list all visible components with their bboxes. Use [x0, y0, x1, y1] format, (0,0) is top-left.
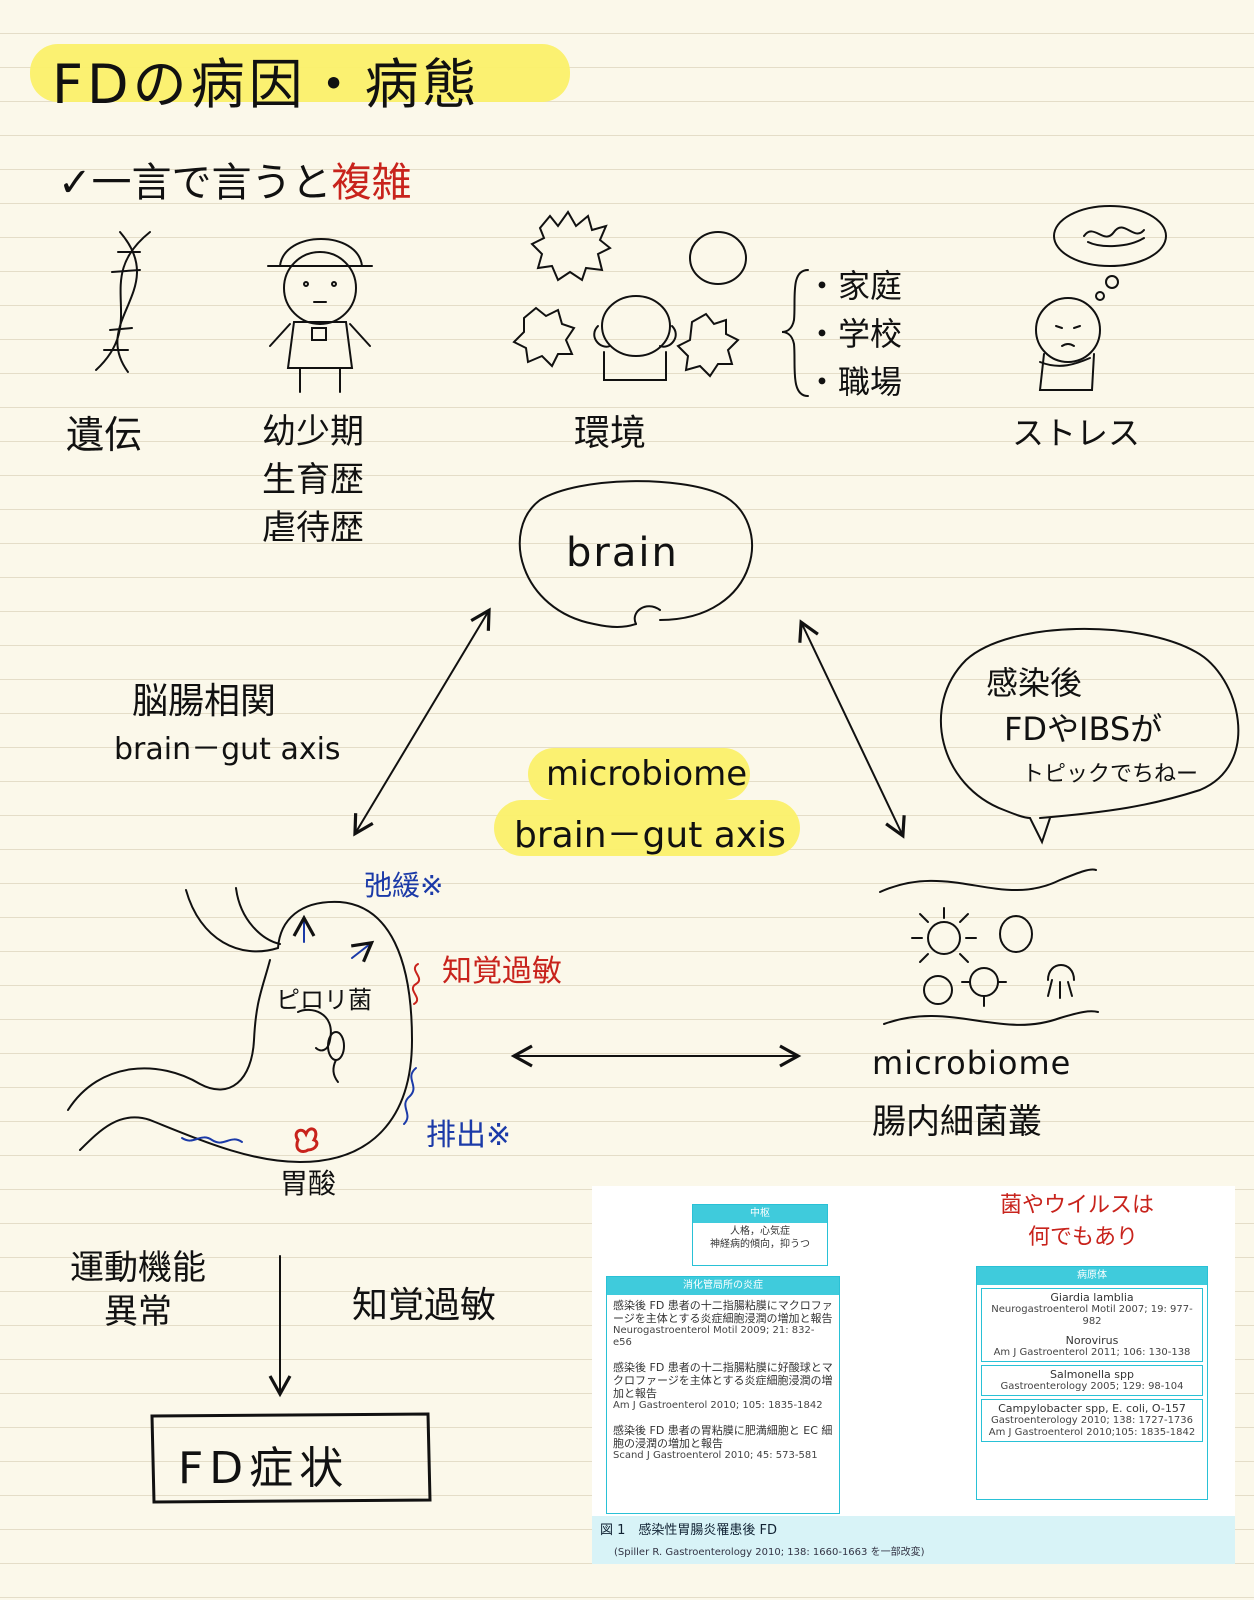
figure-annotation: 菌やウイルスは 何でもあり	[1000, 1190, 1154, 1254]
annotation-line: 何でもあり	[1028, 1225, 1139, 1250]
childhood-line: 生育歴	[262, 460, 364, 500]
label-hypersensitivity-stomach: 知覚過敏	[442, 954, 562, 989]
microbiome-highlight	[528, 748, 750, 800]
label-brain-gut-en: brain－gut axis	[114, 732, 341, 767]
environment-icon	[512, 210, 747, 381]
page-title: FDの病因・病態	[52, 53, 481, 116]
gi-entry-text: 感染後 FD 患者の胃粘膜に肥満細胞と EC 細胞の浸潤の増加と報告	[613, 1424, 833, 1450]
gi-entry-text: 感染後 FD 患者の十二指腸粘膜に好酸球とマクロファージを主体とする炎症細胞浸潤…	[613, 1361, 833, 1400]
label-brain: brain	[566, 530, 679, 576]
environment-list: ・家庭 ・学校 ・職場	[806, 262, 902, 406]
gi-entry: 感染後 FD 患者の十二指腸粘膜にマクロファージを主体とする炎症細胞浸潤の増加と…	[607, 1297, 839, 1351]
environment-item: ・職場	[806, 363, 903, 401]
motility-line: 異常	[104, 1292, 172, 1332]
pathogen-item: Salmonella spp Gastroenterology 2005; 12…	[981, 1365, 1203, 1396]
gi-entry-ref: Neurogastroenterol Motil 2009; 21: 832-e…	[613, 1325, 815, 1348]
subtitle-prefix: ✓一言で言うと	[58, 160, 332, 206]
label-motility: 運動機能 異常	[70, 1246, 206, 1334]
stomach-icon	[67, 887, 414, 1164]
pathogen-box: 病原体 Giardia lamblia Neurogastroenterol M…	[976, 1266, 1208, 1500]
center-box: 中枢 人格，心気症 神経病的傾向，抑うつ	[692, 1204, 828, 1266]
label-environment: 環境	[574, 413, 647, 454]
pathogen-name: Giardia lamblia	[1050, 1291, 1134, 1304]
environment-item: ・学校	[806, 315, 903, 353]
center-line: 人格，心気症	[730, 1226, 790, 1237]
label-stress: ストレス	[1012, 414, 1141, 452]
reference-figure: 中枢 人格，心気症 神経病的傾向，抑うつ 消化管局所の炎症 感染後 FD 患者の…	[592, 1186, 1235, 1564]
gi-entry: 感染後 FD 患者の胃粘膜に肥満細胞と EC 細胞の浸潤の増加と報告 Scand…	[607, 1422, 839, 1464]
brain-icon	[518, 480, 753, 628]
stress-icon	[1035, 205, 1167, 391]
pathogen-ref: Gastroenterology 2005; 129: 98-104	[1000, 1381, 1184, 1392]
child-icon	[267, 238, 373, 393]
label-genetics: 遺伝	[66, 413, 143, 457]
label-microbiome-axis: brain－gut axis	[514, 815, 786, 856]
label-emptying: 排出※	[426, 1118, 512, 1153]
environment-item: ・家庭	[806, 267, 903, 305]
axis-highlight	[494, 800, 800, 856]
symptom-box-outline	[150, 1412, 432, 1504]
childhood-line: 幼少期	[262, 412, 364, 452]
pathogen-name: Salmonella spp	[1049, 1368, 1134, 1381]
caption-bar	[592, 1516, 1235, 1564]
speech-bubble-outline	[940, 628, 1240, 845]
title-highlight	[30, 44, 570, 102]
gi-inflammation-box: 消化管局所の炎症 感染後 FD 患者の十二指腸粘膜にマクロファージを主体とする炎…	[606, 1276, 840, 1514]
pathogen-name: Campylobacter spp, E. coli, O-157	[998, 1402, 1186, 1415]
center-head: 中枢	[693, 1205, 827, 1223]
label-gut-flora: 腸内細菌叢	[872, 1102, 1042, 1142]
environment-brace	[781, 269, 809, 397]
bubble-line: トピックでちねー	[1022, 762, 1199, 787]
dna-icon	[95, 231, 151, 373]
pathogen-ref: Gastroenterology 2010; 138: 1727-1736	[990, 1415, 1194, 1426]
speech-bubble-text: 感染後 FDやIBSが トピックでちねー	[986, 660, 1198, 798]
label-sensitivity: 知覚過敏	[352, 1285, 497, 1326]
gi-entry-ref: Am J Gastroenterol 2010; 105: 1835-1842	[613, 1400, 823, 1411]
gi-entry-text: 感染後 FD 患者の十二指腸粘膜にマクロファージを主体とする炎症細胞浸潤の増加と…	[613, 1299, 833, 1325]
gi-entry-ref: Scand J Gastroenterol 2010; 45: 573-581	[613, 1450, 818, 1461]
subtitle: ✓一言で言うと複雑	[58, 150, 412, 208]
bubble-line: 感染後	[986, 664, 1083, 702]
label-relaxation: 弛緩※	[364, 869, 444, 902]
label-acid: 胃酸	[280, 1167, 337, 1200]
label-brain-gut-jp: 脳腸相関	[132, 681, 277, 722]
pathogen-head: 病原体	[977, 1267, 1207, 1285]
motility-line: 運動機能	[70, 1248, 206, 1288]
pathogen-ref: Neurogastroenterol Motil 2007; 19: 977-9…	[991, 1304, 1193, 1327]
subtitle-emphasis: 複雑	[331, 160, 412, 206]
pathogen-ref: Am J Gastroenterol 2010;105: 1835-1842	[988, 1427, 1196, 1438]
figure-caption: 図 1 感染性胃腸炎罹患後 FD	[600, 1523, 778, 1538]
microbiome-icon	[879, 868, 1099, 1026]
label-microbiome-axis: microbiome	[546, 754, 748, 794]
pathogen-ref: Am J Gastroenterol 2011; 106: 130-138	[993, 1347, 1191, 1358]
label-childhood: 幼少期 生育歴 虐待歴	[262, 408, 364, 552]
label-microbiome: microbiome	[872, 1044, 1072, 1082]
annotation-line: 菌やウイルスは	[1000, 1193, 1155, 1218]
pathogen-name: Norovirus	[1065, 1334, 1119, 1347]
center-line: 神経病的傾向，抑うつ	[710, 1239, 810, 1250]
figure-source: (Spiller R. Gastroenterology 2010; 138: …	[614, 1547, 925, 1558]
pathogen-item: Giardia lamblia Neurogastroenterol Motil…	[981, 1288, 1203, 1362]
label-fd-symptoms: FD症状	[178, 1443, 350, 1494]
childhood-line: 虐待歴	[262, 508, 364, 548]
gi-entry: 感染後 FD 患者の十二指腸粘膜に好酸球とマクロファージを主体とする炎症細胞浸潤…	[607, 1359, 839, 1414]
pathogen-item: Campylobacter spp, E. coli, O-157 Gastro…	[981, 1399, 1203, 1442]
bubble-line: FDやIBSが	[1004, 710, 1163, 748]
label-pylori: ピロリ菌	[276, 986, 372, 1014]
gi-head: 消化管局所の炎症	[607, 1277, 839, 1295]
